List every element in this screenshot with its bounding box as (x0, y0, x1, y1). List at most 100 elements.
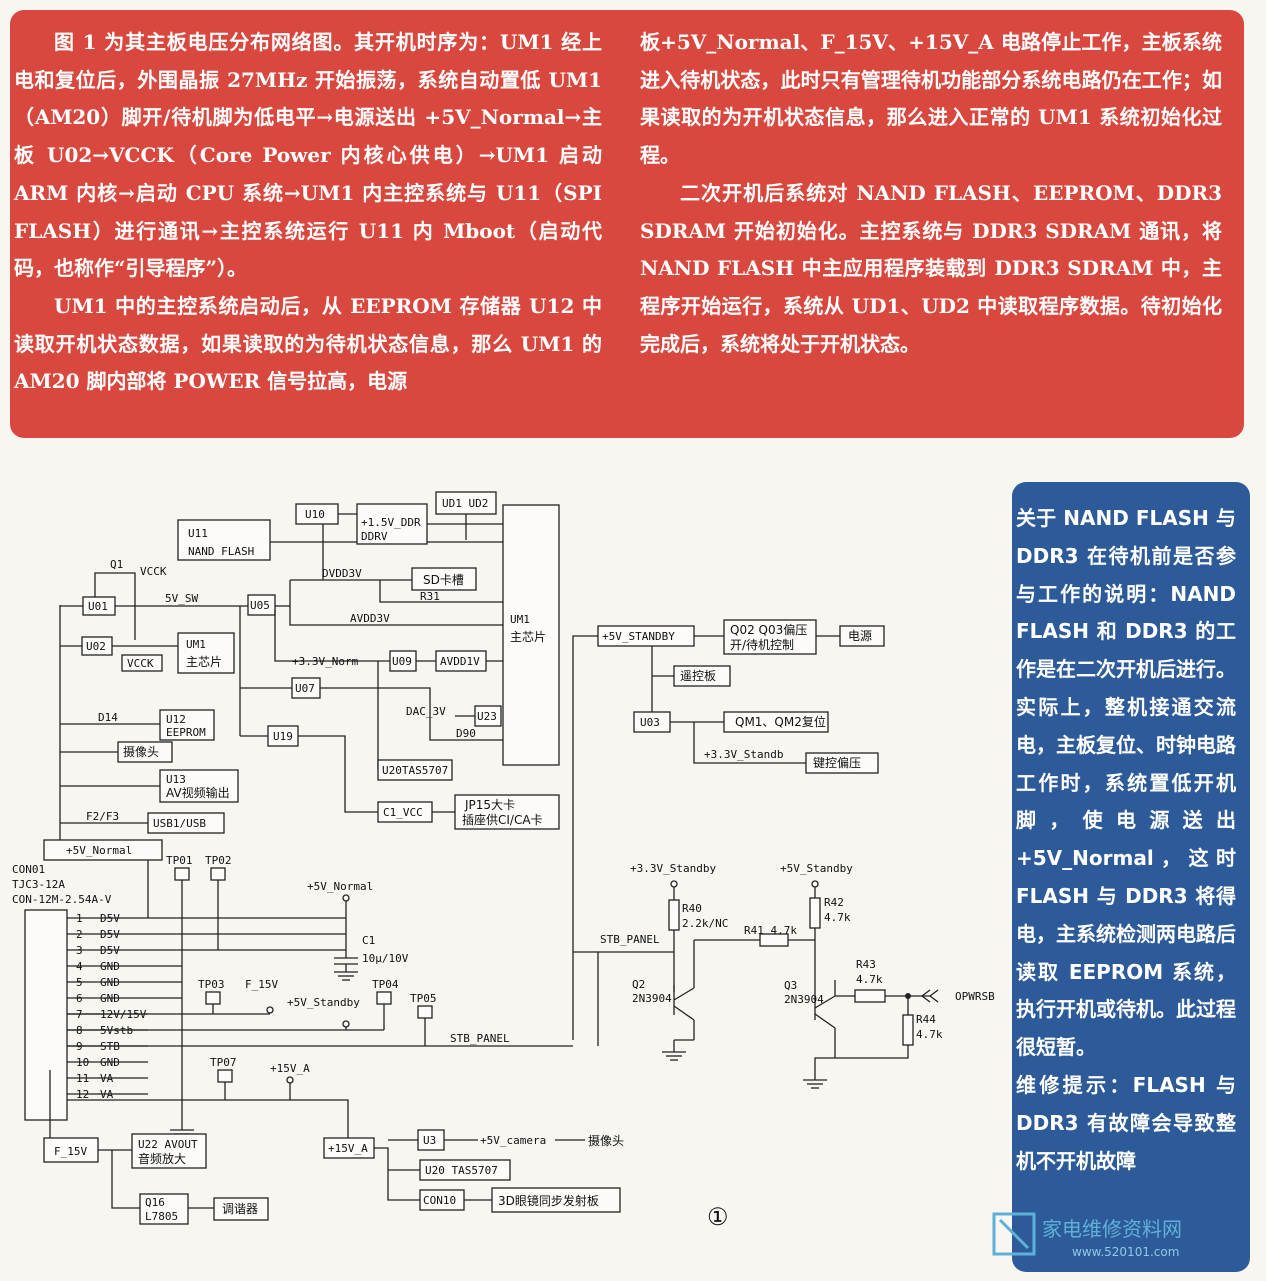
jp15-label: JP15大卡 (464, 798, 515, 812)
3d-glasses-box (491, 1187, 621, 1213)
d90-label: D90 (456, 727, 476, 740)
paragraph: 板+5V_Normal、F_15V、+15V_A 电路停止工作，主板系统进入待机… (640, 30, 1222, 168)
q2-label: Q2 (632, 978, 645, 991)
5v-normal-label: +5V_Normal (66, 844, 132, 857)
camera-output-label: 摄像头 (588, 1133, 624, 1148)
u09-label: U09 (392, 655, 412, 668)
c1-value-label: 10μ/10V (362, 952, 409, 965)
jp15-sub-label: 插座供CI/CA卡 (462, 812, 543, 827)
tp01-label: TP01 (166, 854, 193, 867)
um1-sub-label: 主芯片 (510, 630, 546, 644)
dac-3v-label: DAC_3V (406, 705, 446, 718)
jp15-box (454, 794, 560, 830)
watermark-url: www.520101.com (1072, 1245, 1179, 1259)
r43-label: R43 (856, 958, 876, 971)
c1-vcc-label: C1_VCC (383, 806, 423, 819)
camera-box (117, 741, 173, 763)
u23-label: U23 (477, 710, 497, 723)
u12-label: U12 (166, 713, 186, 726)
um1-small-label: UM1 (186, 638, 206, 651)
u05-box (247, 594, 276, 616)
sidebar-paragraph: 关于 NAND FLASH 与 DDR3 在待机前是否参与工作的说明：NAND … (1016, 506, 1236, 1060)
5v-normal-box (43, 839, 163, 861)
um1-label: UM1 (510, 613, 530, 626)
tp04-label: TP04 (372, 978, 399, 991)
u22-avout-box (131, 1133, 207, 1169)
u12-eeprom-box (159, 709, 215, 741)
ddr-15v-label: +1.5V_DDR (361, 516, 421, 529)
um1-small-box (177, 632, 235, 674)
key-bias-box (805, 752, 879, 774)
u20tas5707-box (377, 759, 453, 781)
u13-av-output-box (159, 769, 239, 803)
con01-connector (24, 909, 68, 1121)
avdd3v-label: AVDD3V (350, 612, 390, 625)
remote-board-label: 遥控板 (680, 669, 716, 683)
sd-card-slot-box (411, 567, 477, 591)
qm-reset-label: QM1、QM2复位 (735, 714, 826, 729)
watermark-logo: 家电维修资料网 www.520101.com (992, 1212, 1182, 1259)
usb-label: USB1/USB (153, 817, 206, 830)
nand-flash-label: NAND FLASH (188, 545, 254, 558)
sidebar-tip: 维修提示：FLASH 与 DDR3 有故障会导致整机不开机故障 (1016, 1072, 1236, 1173)
r44-label: R44 (916, 1013, 936, 1026)
3v3-standb-label: +3.3V_Standb (704, 748, 783, 761)
tp05-label: TP05 (410, 992, 437, 1005)
5v-camera-label: +5V_camera (480, 1134, 546, 1147)
sd-card-slot-label: SD卡槽 (423, 573, 464, 587)
qm-reset-box (723, 711, 829, 733)
3v3-norm-label: +3.3V_Norm (292, 655, 359, 668)
figure-number: ① (707, 1203, 729, 1231)
5v-sw-label: 5V_SW (165, 592, 198, 605)
um1-main-chip-box (502, 504, 560, 766)
con10-label: CON10 (423, 1194, 456, 1207)
power-supply-box (839, 625, 885, 647)
u20-tas5707-label: U20 TAS5707 (425, 1164, 498, 1177)
q2-type-label: 2N3904 (632, 992, 672, 1005)
q02-q03-label: Q02 Q03偏压 (730, 622, 807, 637)
q1-label: Q1 (110, 558, 123, 571)
l7805-label: L7805 (145, 1210, 178, 1223)
vcck-top-label: VCCK (140, 565, 167, 578)
opwrsb-label: OPWRSB (955, 990, 995, 1003)
power-distribution-diagram: UM1 主芯片 U11 NAND FLASH U10 +1.5V_DDR DDR… (12, 491, 995, 1225)
u19-label: U19 (273, 730, 293, 743)
q16-label: Q16 (145, 1196, 165, 1209)
5v-standby-right-label: +5V_Standby (780, 862, 853, 875)
r41-label: R41 4.7k (744, 924, 797, 937)
av-output-label: AV视频输出 (166, 785, 230, 800)
watermark-text: 家电维修资料网 (1042, 1217, 1182, 1241)
stb-panel-right-label: STB_PANEL (600, 933, 660, 946)
avdd1v-label: AVDD1V (440, 655, 480, 668)
r42-value-label: 4.7k (824, 911, 851, 924)
15v-a-box-label: +15V_A (328, 1142, 368, 1155)
tuner-box (213, 1197, 269, 1221)
r42-label: R42 (824, 896, 844, 909)
con01-part-label: CON-12M-2.54A-V (12, 893, 112, 906)
r40-value-label: 2.2k/NC (682, 917, 728, 930)
tuner-label: 调谐器 (222, 1202, 258, 1216)
u10-label: U10 (305, 508, 325, 521)
5v-normal-cap-label: +5V_Normal (307, 880, 373, 893)
dvdd3v-label: DVDD3V (322, 567, 362, 580)
usb-box (147, 812, 225, 834)
stb-panel-label: STB_PANEL (450, 1032, 510, 1045)
u20-tas5707-box (419, 1159, 511, 1181)
f-15v-box-label: F_15V (54, 1145, 87, 1158)
sidebar-note: 关于 NAND FLASH 与 DDR3 在待机前是否参与工作的说明：NAND … (1016, 500, 1236, 1180)
vcck-box (121, 654, 163, 672)
ddrv-label: DDRV (361, 530, 388, 543)
q16-l7805-box (139, 1193, 189, 1225)
key-bias-label: 键控偏压 (813, 755, 861, 770)
u07-label: U07 (295, 682, 315, 695)
u03-label: U03 (640, 716, 660, 729)
r31-label: R31 (420, 590, 440, 603)
paragraph: 图 1 为其主板电压分布网络图。其开机时序为：UM1 经上电和复位后，外围晶振 … (14, 30, 602, 281)
3d-glasses-label: 3D眼镜同步发射板 (498, 1193, 599, 1208)
u01-label: U01 (88, 600, 108, 613)
u05-label: U05 (250, 599, 270, 612)
u20tas5707-label: U20TAS5707 (382, 764, 448, 777)
f-15v-label: F_15V (245, 978, 278, 991)
5v-standby-cap-label: +5V_Standby (287, 996, 360, 1009)
